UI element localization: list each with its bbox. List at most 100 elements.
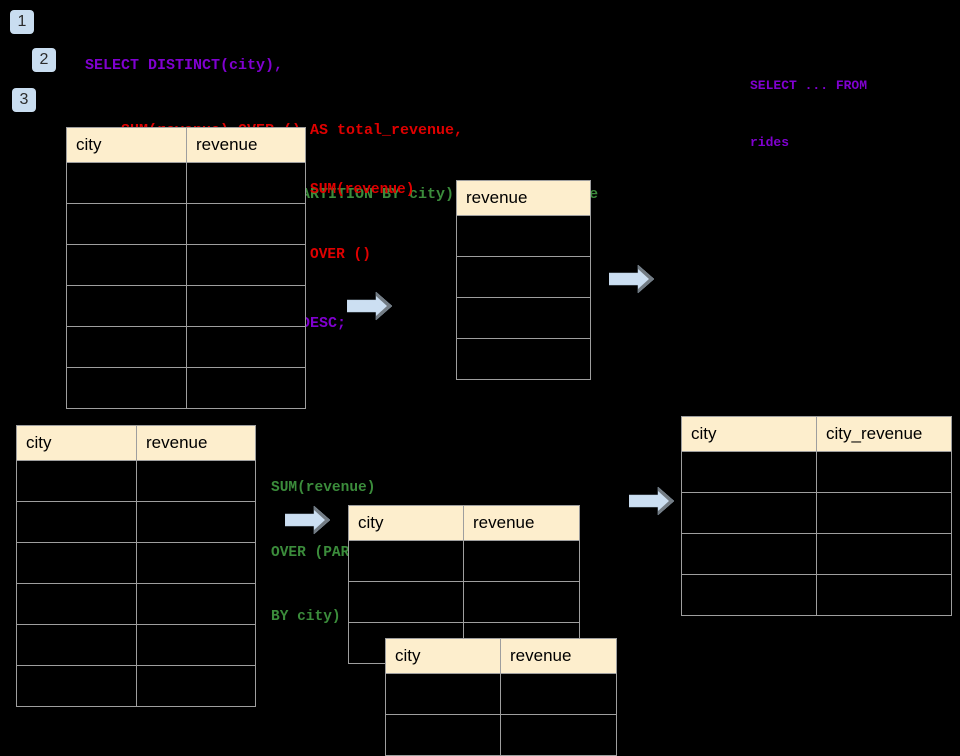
table-row <box>348 540 580 582</box>
cell-revenue <box>136 583 256 625</box>
annotation-total-revenue: SUM(revenue) OVER () <box>310 137 414 309</box>
cell-city <box>66 203 187 245</box>
cell-city <box>16 501 137 543</box>
column-header-city: city <box>348 505 464 541</box>
column-header-revenue: revenue <box>186 127 306 163</box>
arrow-rides-to-partition <box>284 505 331 535</box>
cell-revenue <box>186 285 306 327</box>
side-note-line-1: SELECT ... FROM <box>750 78 868 93</box>
table-row <box>16 501 256 543</box>
annotation-city-revenue-line-1: SUM(revenue) <box>271 480 376 496</box>
result-table: city city_revenue <box>681 416 952 616</box>
column-header-city: city <box>16 425 137 461</box>
cell-revenue <box>500 714 617 756</box>
total-revenue-table: revenue <box>456 180 591 380</box>
cell-city <box>385 673 501 715</box>
table-row <box>66 162 306 204</box>
cell-city-revenue <box>816 574 952 616</box>
cell-city <box>681 451 817 493</box>
cell-city <box>16 583 137 625</box>
table-row <box>681 533 952 575</box>
table-row <box>681 492 952 534</box>
cell-city <box>66 244 187 286</box>
column-header-revenue: revenue <box>500 638 617 674</box>
table-row <box>348 581 580 623</box>
cell-revenue <box>186 203 306 245</box>
cell-revenue <box>136 542 256 584</box>
cell-revenue <box>186 244 306 286</box>
cell-city <box>66 162 187 204</box>
table-row <box>66 285 306 327</box>
cell-city <box>681 533 817 575</box>
annotation-total-revenue-line-2: OVER () <box>310 246 371 263</box>
column-header-revenue: revenue <box>136 425 256 461</box>
table-header-row: revenue <box>456 180 591 216</box>
table-row <box>456 256 591 298</box>
cell-city <box>66 285 187 327</box>
table-row <box>16 542 256 584</box>
cell-city <box>16 665 137 707</box>
cell-city <box>681 574 817 616</box>
column-header-revenue: revenue <box>463 505 580 541</box>
cell-revenue <box>136 460 256 502</box>
column-header-revenue: revenue <box>456 180 591 216</box>
diagram-canvas: 1 2 3 SELECT DISTINCT(city), SUM(revenue… <box>10 10 952 756</box>
cell-city <box>348 540 464 582</box>
cell-revenue <box>456 297 591 339</box>
step-badge-3: 3 <box>12 88 36 112</box>
cell-city <box>66 367 187 409</box>
cell-city-revenue <box>816 533 952 575</box>
cell-city <box>348 581 464 623</box>
table-header-row: city revenue <box>16 425 256 461</box>
column-header-city: city <box>681 416 817 452</box>
cell-city <box>385 714 501 756</box>
cell-city <box>66 326 187 368</box>
cell-city-revenue <box>816 451 952 493</box>
table-row <box>681 574 952 616</box>
table-row <box>16 665 256 707</box>
table-row <box>66 326 306 368</box>
cell-revenue <box>136 624 256 666</box>
step-badge-2: 2 <box>32 48 56 72</box>
table-row <box>66 203 306 245</box>
table-header-row: city city_revenue <box>681 416 952 452</box>
arrow-partition-to-result <box>628 486 675 516</box>
table-header-row: city revenue <box>348 505 580 541</box>
table-header-row: city revenue <box>385 638 617 674</box>
cell-city <box>16 542 137 584</box>
table-row <box>456 297 591 339</box>
sql-line-select: SELECT DISTINCT(city), <box>85 57 284 74</box>
table-row <box>16 583 256 625</box>
column-header-city: city <box>66 127 187 163</box>
cell-revenue <box>136 665 256 707</box>
cell-revenue <box>186 326 306 368</box>
column-header-city: city <box>385 638 501 674</box>
cell-revenue <box>500 673 617 715</box>
table-row <box>681 451 952 493</box>
table-row <box>385 673 617 715</box>
column-header-city-revenue: city_revenue <box>816 416 952 452</box>
cell-revenue <box>186 162 306 204</box>
rides-source-table-bottom: city revenue <box>16 425 256 707</box>
arrow-rides-to-total-revenue <box>346 291 393 321</box>
cell-city <box>16 460 137 502</box>
cell-revenue <box>456 338 591 380</box>
table-row <box>456 338 591 380</box>
table-row <box>66 367 306 409</box>
rides-source-table-top: city revenue <box>66 127 306 409</box>
cell-revenue <box>456 256 591 298</box>
step-badge-1: 1 <box>10 10 34 34</box>
table-row <box>456 215 591 257</box>
partition-group-table-b: city revenue <box>385 638 617 756</box>
table-header-row: city revenue <box>66 127 306 163</box>
arrow-total-revenue-to-result <box>608 264 655 294</box>
cell-city <box>16 624 137 666</box>
cell-revenue <box>456 215 591 257</box>
cell-city-revenue <box>816 492 952 534</box>
side-note-line-2: rides <box>750 135 790 150</box>
side-note-select-from: SELECT ... FROM rides <box>750 38 867 190</box>
annotation-total-revenue-line-1: SUM(revenue) <box>310 182 415 198</box>
cell-revenue <box>136 501 256 543</box>
table-row <box>385 714 617 756</box>
table-row <box>66 244 306 286</box>
